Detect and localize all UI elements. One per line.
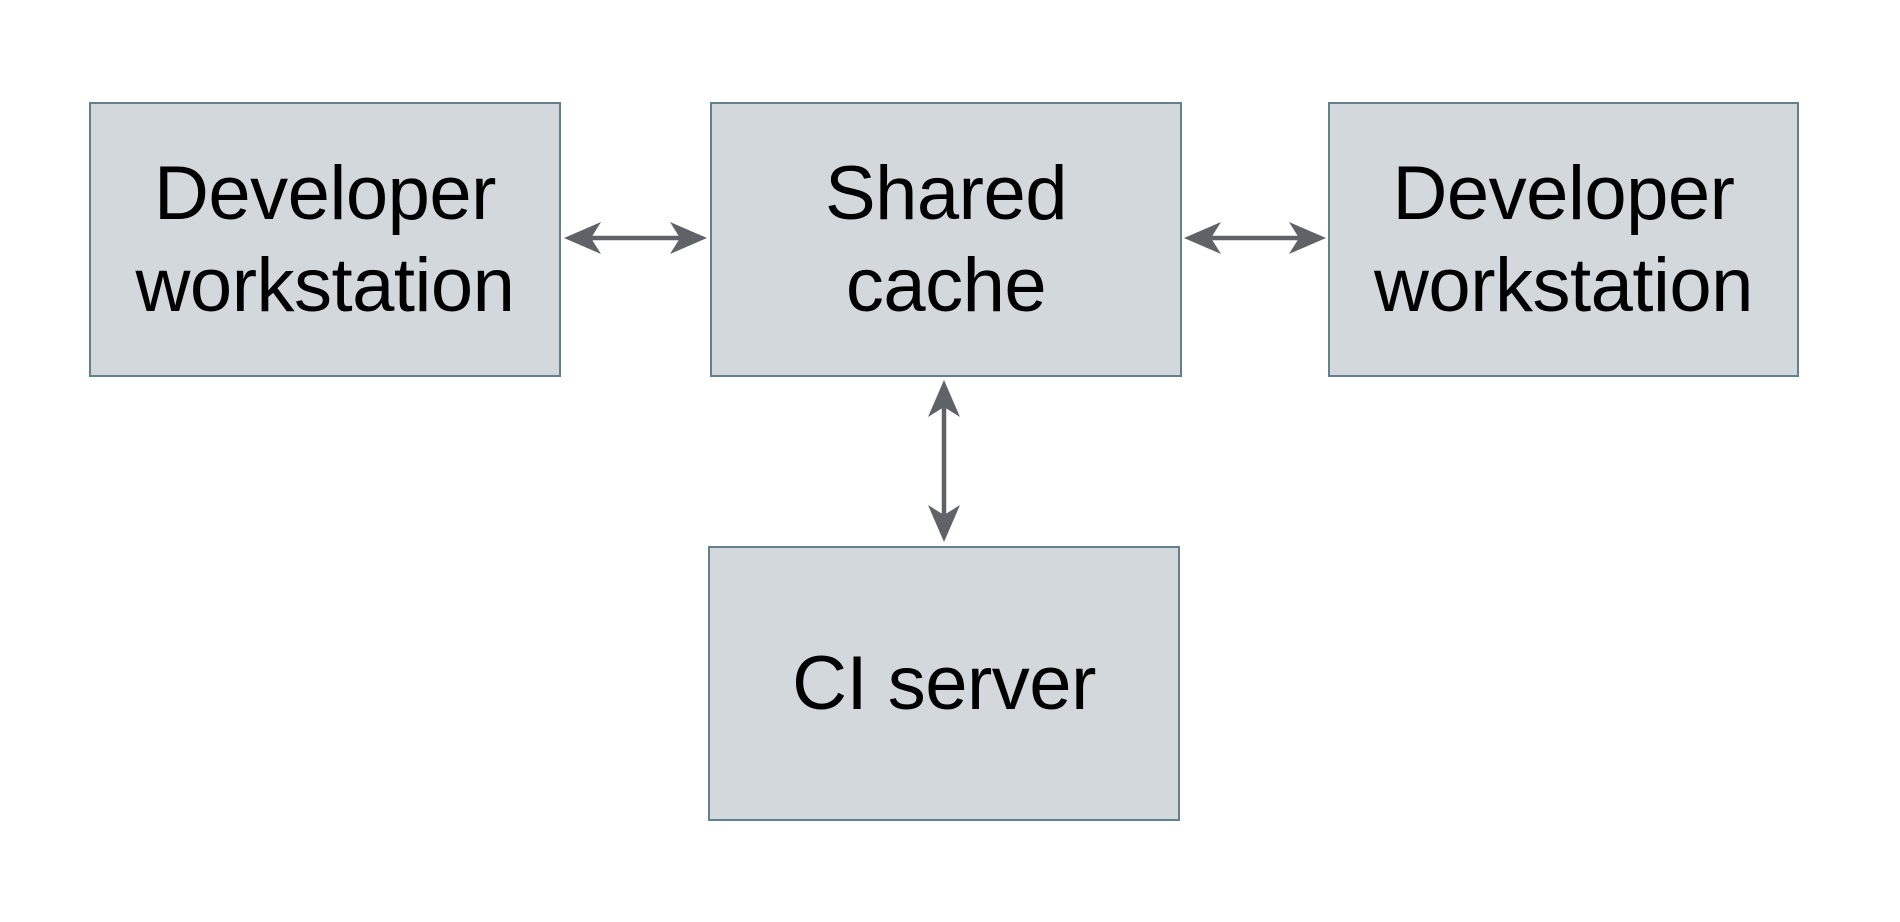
node-shared-cache: Shared cache (710, 102, 1182, 377)
node-label-developer-workstation-right: Developer workstation (1374, 150, 1753, 328)
double-arrow-left-workstation-shared-cache-icon (564, 222, 707, 254)
node-label-developer-workstation-left: Developer workstation (135, 150, 515, 328)
node-developer-workstation-right: Developer workstation (1328, 102, 1799, 377)
node-ci-server: CI server (708, 546, 1180, 821)
node-developer-workstation-left: Developer workstation (89, 102, 561, 377)
double-arrow-shared-cache-right-workstation-icon (1184, 222, 1326, 254)
node-label-ci-server: CI server (792, 640, 1096, 726)
double-arrow-shared-cache-ci-server-icon (928, 380, 960, 542)
node-label-shared-cache: Shared cache (824, 150, 1068, 328)
